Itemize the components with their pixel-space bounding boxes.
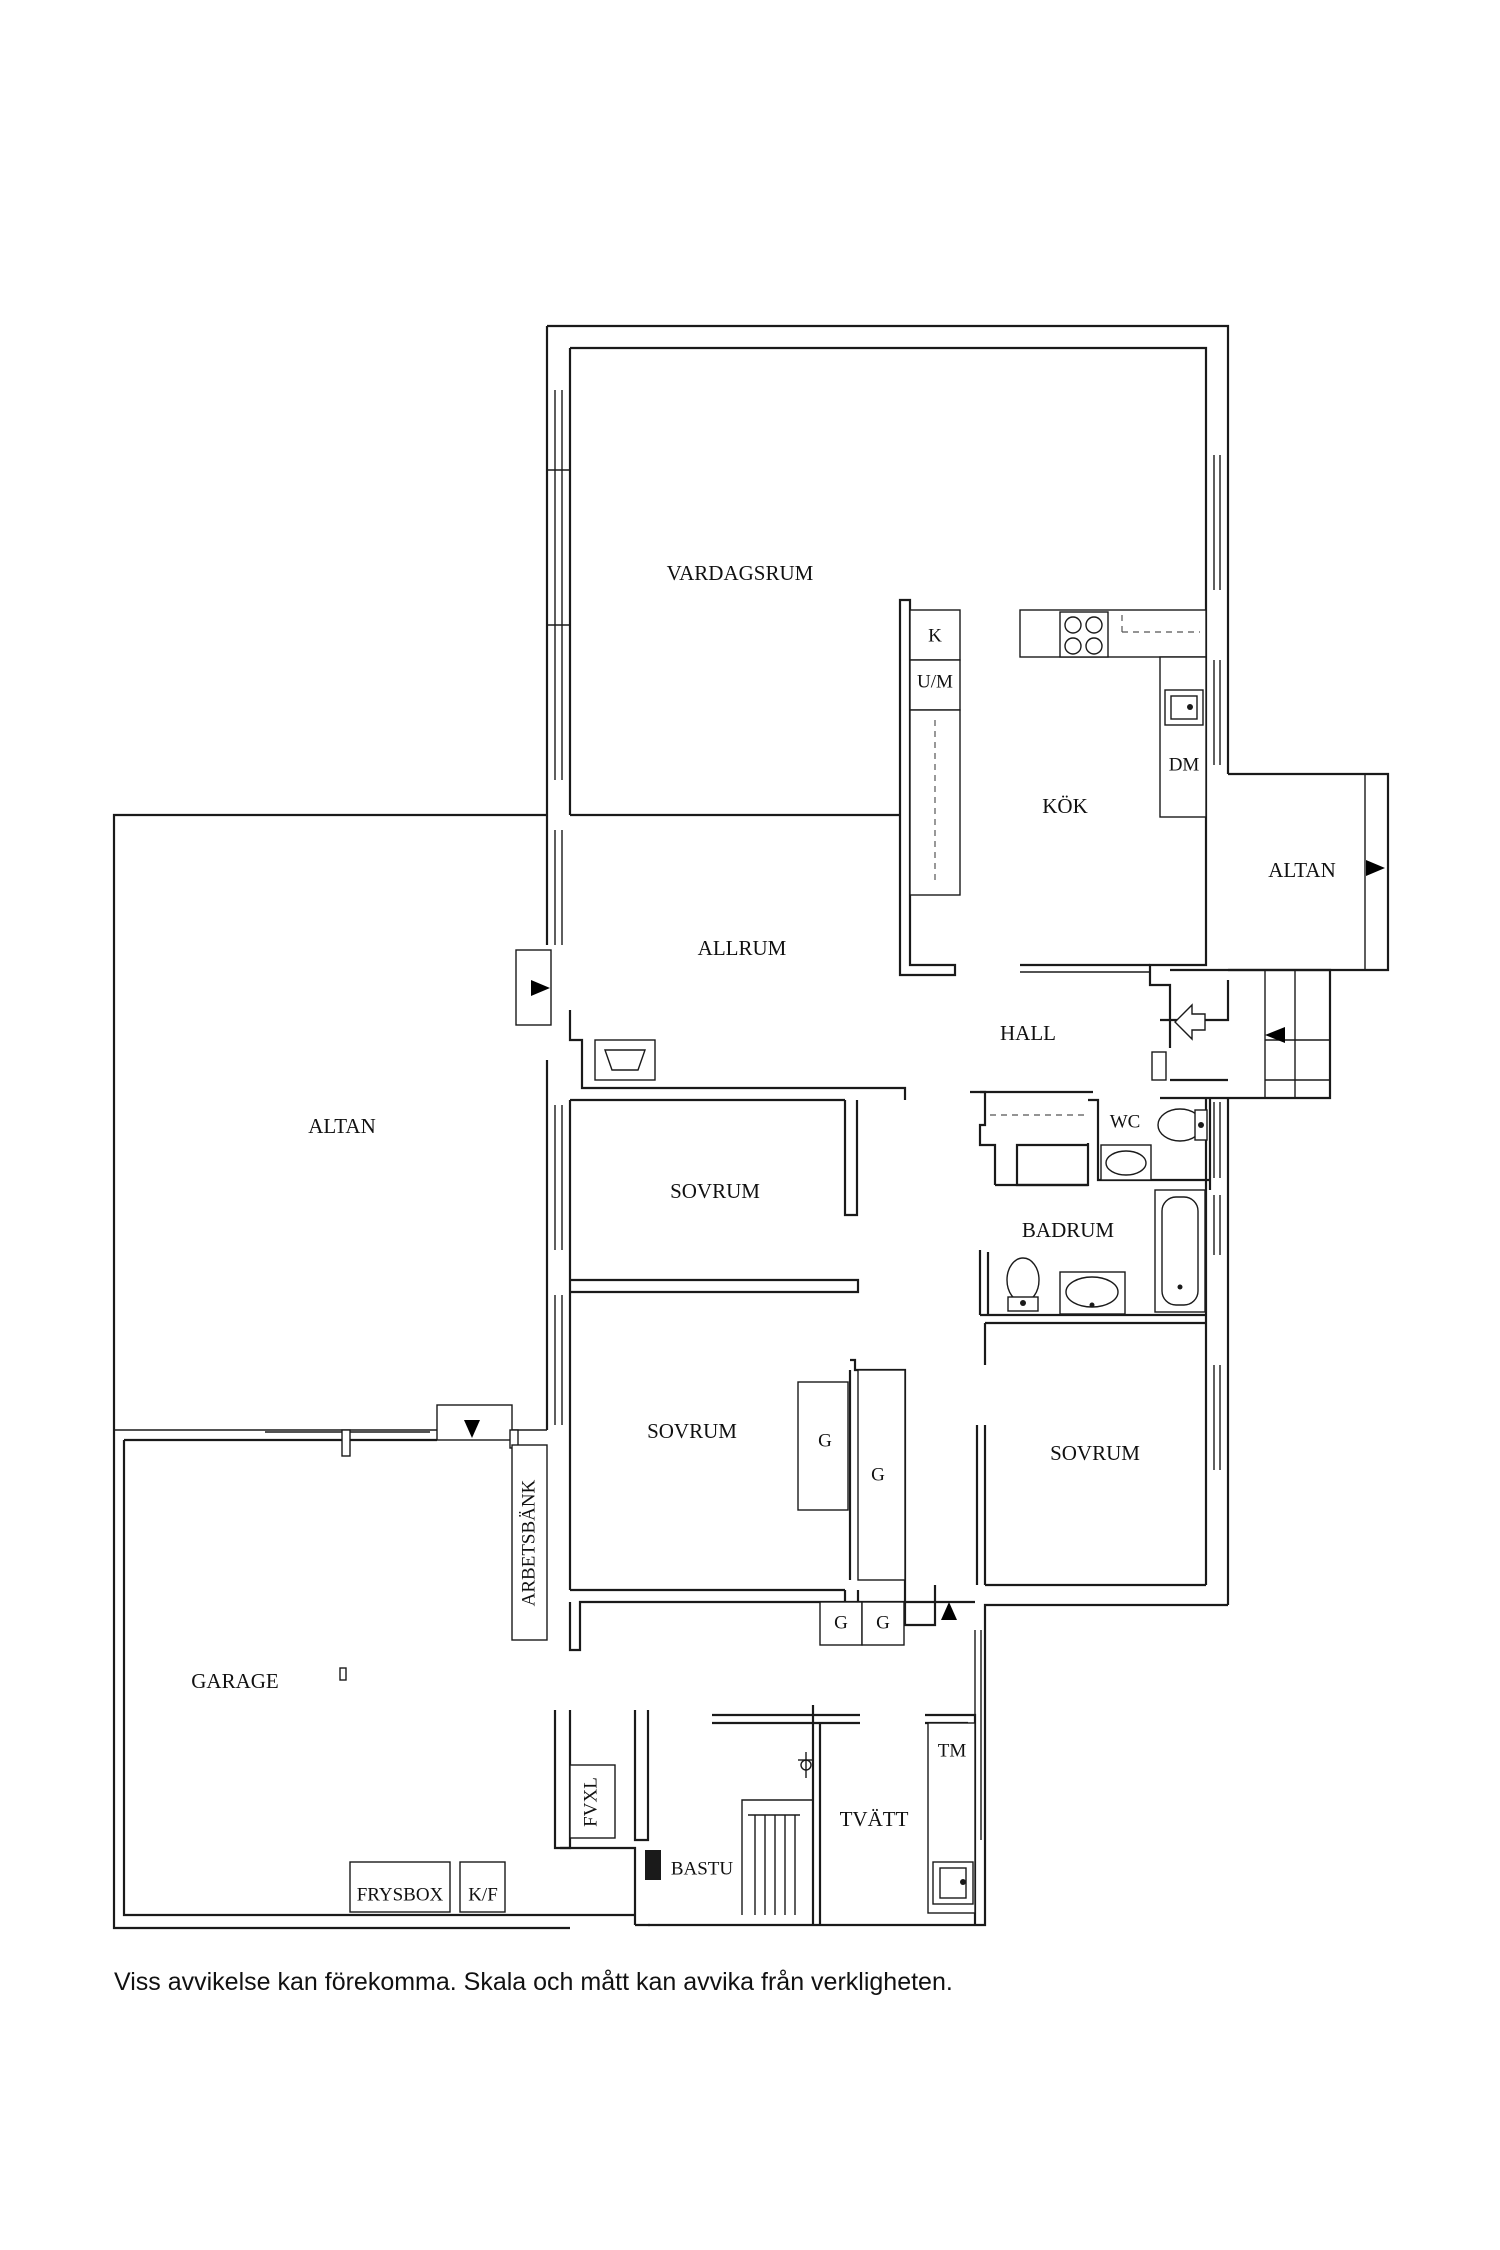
freezer-um <box>909 659 961 711</box>
wardrobe-g-2 <box>857 1369 906 1581</box>
windows <box>547 390 1221 1840</box>
laundry-sink-icon <box>932 1861 974 1905</box>
sauna-heater-icon <box>645 1850 661 1880</box>
label-g-4: G <box>876 1612 890 1633</box>
label-g-1: G <box>818 1430 832 1451</box>
badrum-toilet-icon <box>1006 1257 1040 1312</box>
label-sovrum-3: SOVRUM <box>1050 1441 1140 1465</box>
technical-walls <box>569 1601 977 1927</box>
label-hall: HALL <box>1000 1021 1056 1045</box>
garage-entry-arrow-icon <box>464 1420 480 1438</box>
label-g-3: G <box>834 1612 848 1633</box>
label-k: K <box>928 625 942 646</box>
fireplace-icon <box>594 1039 656 1081</box>
label-wc: WC <box>1110 1111 1141 1132</box>
label-tvatt: TVÄTT <box>840 1807 909 1831</box>
label-altan-east: ALTAN <box>1268 858 1336 882</box>
label-um: U/M <box>917 671 953 692</box>
stair-arrow-icon <box>941 1602 957 1620</box>
garage-structure <box>122 1429 637 1925</box>
label-frysbox: FRYSBOX <box>357 1884 444 1905</box>
altan-west-structure <box>112 813 570 1930</box>
stove-icon <box>1059 611 1109 658</box>
garage-door-post-1 <box>341 1429 351 1457</box>
kitchen-sink-icon <box>1164 689 1204 726</box>
allrum-entry-arrow-icon <box>531 980 550 996</box>
label-arbetsbank: ARBETSBÄNK <box>518 1479 539 1606</box>
workbench-arbetsbank <box>511 1444 548 1641</box>
kitchen-counter-right <box>1159 656 1207 818</box>
allrum-walls <box>568 1010 907 1102</box>
wc-sink-icon <box>1100 1144 1152 1181</box>
label-dm: DM <box>1169 754 1200 775</box>
label-fvxl: FVXL <box>580 1777 601 1827</box>
frysbox-unit <box>349 1861 451 1913</box>
altan-east-structure <box>1151 772 1390 1100</box>
fvxl-unit <box>569 1764 616 1839</box>
label-bastu: BASTU <box>671 1858 734 1879</box>
label-tm: TM <box>938 1740 967 1761</box>
label-kf: K/F <box>468 1884 498 1905</box>
label-allrum: ALLRUM <box>698 936 787 960</box>
wc-toilet-icon <box>1157 1108 1208 1142</box>
label-sovrum-1: SOVRUM <box>670 1179 760 1203</box>
entry-post <box>1151 1051 1167 1081</box>
entry-arrow-outline-icon <box>1174 1003 1206 1041</box>
label-kok: KÖK <box>1042 794 1088 818</box>
badrum-sink-icon <box>1059 1271 1126 1315</box>
label-garage: GARAGE <box>191 1669 279 1693</box>
label-altan-west: ALTAN <box>308 1114 376 1138</box>
drain-valve-icon <box>798 1752 814 1778</box>
label-vardagsrum: VARDAGSRUM <box>667 561 814 585</box>
sovrum-3-walls <box>975 1425 987 1585</box>
wardrobe-g-3 <box>819 1601 863 1646</box>
entrance-arrow-icon <box>1265 1027 1285 1043</box>
fridge-k <box>909 609 961 661</box>
bathtub-icon <box>1154 1189 1206 1313</box>
garage-outlet <box>339 1667 347 1681</box>
wardrobe-g-1 <box>797 1381 849 1511</box>
altan-east-arrow-icon <box>1366 860 1385 876</box>
disclaimer-text: Viss avvikelse kan förekomma. Skala och … <box>114 1968 953 1996</box>
room-labels: VARDAGSRUM KÖK K U/M DM ALTAN ALLRUM HAL… <box>191 561 1336 1906</box>
label-sovrum-2: SOVRUM <box>647 1419 737 1443</box>
outer-walls <box>545 324 1230 1927</box>
bathroom-walls <box>970 1090 1221 1365</box>
label-badrum: BADRUM <box>1022 1218 1115 1242</box>
kitchen-counter-top <box>1019 609 1207 658</box>
kf-unit <box>459 1861 506 1913</box>
wardrobe-g-4 <box>861 1601 905 1646</box>
label-g-2: G <box>871 1464 885 1485</box>
kitchen-walls <box>570 598 1208 987</box>
sovrum-1-walls <box>570 1100 860 1294</box>
